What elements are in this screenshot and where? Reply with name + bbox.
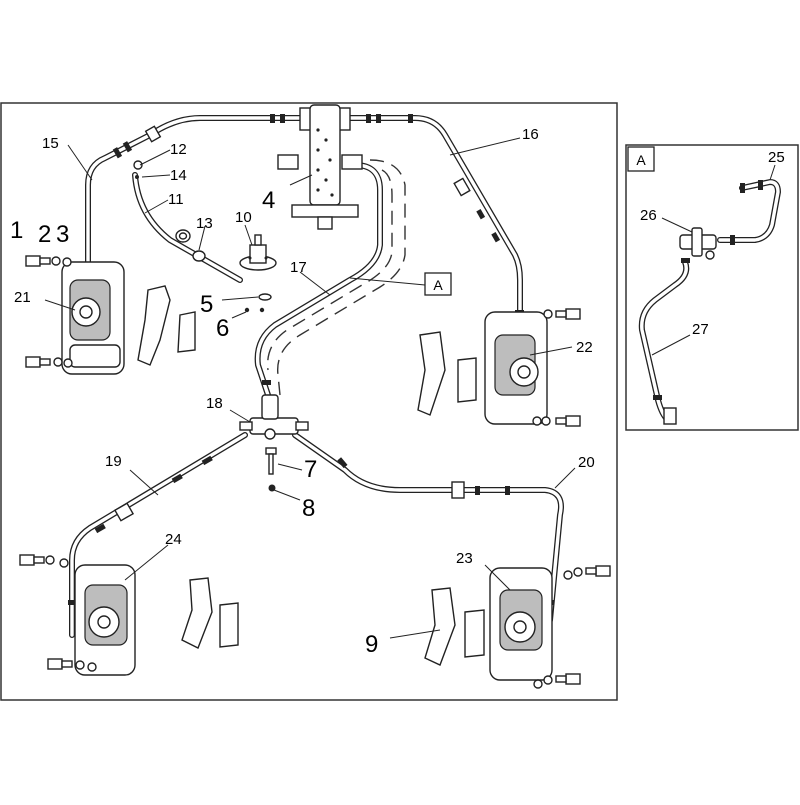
callout-10: 10: [235, 209, 252, 226]
upper-brake-lines: [85, 115, 523, 398]
brake-distributor-block: [277, 104, 363, 230]
detail-a-reference-box: A: [349, 272, 452, 296]
callout-7: 7: [304, 456, 317, 483]
lower-brake-lines: [69, 432, 564, 638]
callout-23: 23: [456, 550, 473, 567]
callout-14: 14: [170, 167, 187, 184]
detail-a-title: A: [636, 152, 646, 168]
detail-a-reference-label: A: [433, 277, 443, 293]
caliper-bolts: [19, 255, 611, 689]
brake-tee-fitting: [239, 394, 309, 440]
detail-a-assembly: A: [627, 146, 781, 425]
callout-2: 2: [38, 221, 51, 248]
callout-17: 17: [290, 259, 307, 276]
callout-6: 6: [216, 315, 229, 342]
detail-a-frame: [625, 144, 799, 431]
callout-26: 26: [640, 207, 657, 224]
callout-15: 15: [42, 135, 59, 152]
callout-27: 27: [692, 321, 709, 338]
callout-numbers: 1 2 3 4 5 6 7 8 9 10 11 12 13 14 15 16 1…: [10, 126, 785, 658]
callout-22: 22: [576, 339, 593, 356]
leader-lines: [44, 137, 776, 639]
callout-12: 12: [170, 141, 187, 158]
main-diagram-frame: [0, 102, 618, 701]
callout-3: 3: [56, 221, 69, 248]
callout-19: 19: [105, 453, 122, 470]
hose-fittings: [68, 114, 554, 605]
callout-4: 4: [262, 187, 275, 214]
callout-24: 24: [165, 531, 182, 548]
callout-16: 16: [522, 126, 539, 143]
callout-9: 9: [365, 631, 378, 658]
reservoir-cap: [239, 234, 277, 271]
caliper-front-left: [61, 261, 196, 375]
caliper-rear-left: [74, 564, 239, 676]
callout-21: 21: [14, 289, 31, 306]
callout-5: 5: [200, 291, 213, 318]
caliper-rear-right: [424, 567, 553, 681]
callout-25: 25: [768, 149, 785, 166]
callout-1: 1: [10, 217, 23, 244]
callout-11: 11: [168, 191, 184, 208]
callout-13: 13: [196, 215, 213, 232]
callout-18: 18: [206, 395, 223, 412]
small-fasteners: [133, 160, 277, 492]
callout-20: 20: [578, 454, 595, 471]
caliper-front-right: [417, 311, 548, 425]
callout-8: 8: [302, 495, 315, 522]
